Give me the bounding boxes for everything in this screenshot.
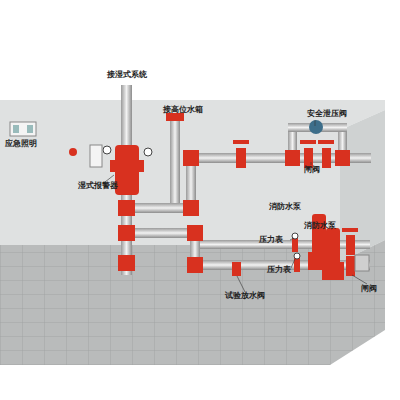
part-label: 闸阀 xyxy=(303,166,321,175)
part-label: 接高位水箱 xyxy=(162,106,204,115)
back-wall xyxy=(0,100,385,245)
part-label: 压力表 xyxy=(258,236,284,245)
part-label: 安全泄压阀 xyxy=(306,110,348,119)
relief-valve xyxy=(309,120,323,134)
strainer xyxy=(355,255,369,271)
alarm-trim xyxy=(90,145,102,167)
part-label: 消防水泵 xyxy=(303,222,337,231)
tank-pipe xyxy=(170,117,180,212)
part-label: 湿式报警器 xyxy=(77,182,119,191)
leader-lines xyxy=(105,120,367,292)
part-label: 试验放水阀 xyxy=(224,292,266,301)
part-label: 压力表 xyxy=(266,266,292,275)
part-label: 消防水泵 xyxy=(268,203,302,212)
part-label: 接湿式系统 xyxy=(106,71,148,80)
emergency-light xyxy=(10,122,36,136)
part-label: 闸阀 xyxy=(360,285,378,294)
red-fittings xyxy=(110,113,358,280)
part-label: 应急照明 xyxy=(4,140,38,149)
